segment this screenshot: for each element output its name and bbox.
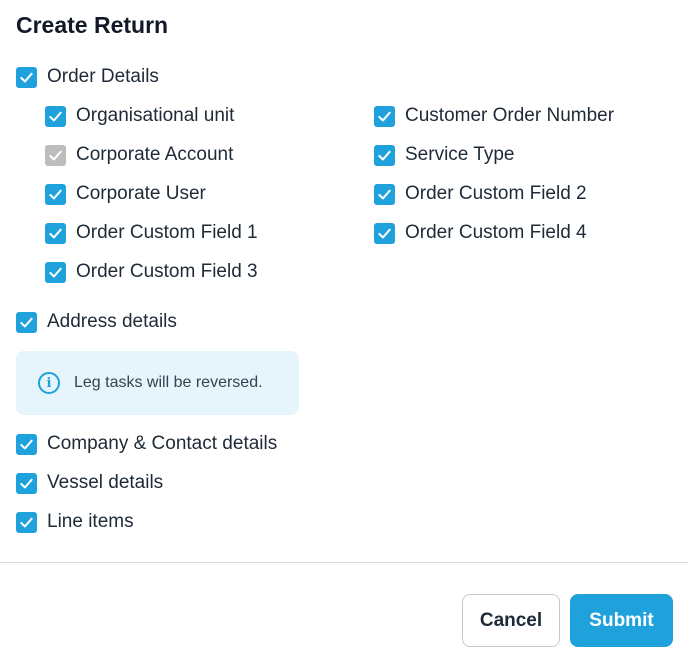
order-custom-field-3-label: Order Custom Field 3 xyxy=(76,261,258,282)
check-icon xyxy=(378,111,391,121)
dialog-title: Create Return xyxy=(16,12,169,38)
order-custom-field-4-checkbox[interactable] xyxy=(374,222,395,244)
order-custom-field-2-option[interactable]: Order Custom Field 2 xyxy=(374,182,587,206)
check-icon xyxy=(378,150,391,160)
address-details-option[interactable]: Address details xyxy=(16,310,177,334)
check-icon xyxy=(49,189,62,199)
organisational-unit-label: Organisational unit xyxy=(76,105,235,126)
organisational-unit-checkbox[interactable] xyxy=(45,105,66,127)
order-custom-field-4-label: Order Custom Field 4 xyxy=(405,222,587,243)
line-items-checkbox[interactable] xyxy=(16,511,37,533)
check-icon xyxy=(20,517,33,527)
service-type-option[interactable]: Service Type xyxy=(374,143,514,167)
cancel-button[interactable]: Cancel xyxy=(462,594,560,647)
address-details-checkbox[interactable] xyxy=(16,311,37,333)
order-custom-field-1-checkbox[interactable] xyxy=(45,222,66,244)
order-custom-field-3-option[interactable]: Order Custom Field 3 xyxy=(45,260,258,284)
company-contact-label: Company & Contact details xyxy=(47,433,278,454)
submit-button[interactable]: Submit xyxy=(570,594,673,647)
check-icon xyxy=(378,189,391,199)
order-custom-field-2-checkbox[interactable] xyxy=(374,183,395,205)
check-icon xyxy=(20,439,33,449)
corporate-account-option: Corporate Account xyxy=(45,143,233,167)
check-icon xyxy=(49,111,62,121)
order-custom-field-1-label: Order Custom Field 1 xyxy=(76,222,258,243)
info-text: Leg tasks will be reversed. xyxy=(74,374,263,391)
footer-divider xyxy=(0,562,688,563)
order-custom-field-3-checkbox[interactable] xyxy=(45,261,66,283)
line-items-option[interactable]: Line items xyxy=(16,510,134,534)
company-contact-checkbox[interactable] xyxy=(16,433,37,455)
vessel-details-option[interactable]: Vessel details xyxy=(16,471,163,495)
check-icon xyxy=(20,72,33,82)
vessel-details-label: Vessel details xyxy=(47,472,164,493)
info-icon: i xyxy=(38,372,60,394)
line-items-label: Line items xyxy=(47,511,134,532)
order-details-option[interactable]: Order Details xyxy=(16,65,159,89)
service-type-checkbox[interactable] xyxy=(374,144,395,166)
check-icon xyxy=(49,228,62,238)
customer-order-number-option[interactable]: Customer Order Number xyxy=(374,104,614,128)
info-banner: i Leg tasks will be reversed. xyxy=(16,351,299,415)
check-icon xyxy=(49,267,62,277)
customer-order-number-label: Customer Order Number xyxy=(405,105,615,126)
corporate-account-label: Corporate Account xyxy=(76,144,234,165)
address-details-label: Address details xyxy=(47,311,177,332)
corporate-user-option[interactable]: Corporate User xyxy=(45,182,206,206)
check-icon xyxy=(378,228,391,238)
check-icon xyxy=(49,150,62,160)
corporate-account-checkbox xyxy=(45,144,66,166)
corporate-user-label: Corporate User xyxy=(76,183,206,204)
service-type-label: Service Type xyxy=(405,144,515,165)
check-icon xyxy=(20,478,33,488)
order-custom-field-1-option[interactable]: Order Custom Field 1 xyxy=(45,221,258,245)
vessel-details-checkbox[interactable] xyxy=(16,472,37,494)
order-custom-field-2-label: Order Custom Field 2 xyxy=(405,183,587,204)
check-icon xyxy=(20,317,33,327)
order-details-label: Order Details xyxy=(47,66,159,87)
organisational-unit-option[interactable]: Organisational unit xyxy=(45,104,234,128)
order-details-checkbox[interactable] xyxy=(16,66,37,88)
customer-order-number-checkbox[interactable] xyxy=(374,105,395,127)
order-custom-field-4-option[interactable]: Order Custom Field 4 xyxy=(374,221,587,245)
company-contact-option[interactable]: Company & Contact details xyxy=(16,432,277,456)
corporate-user-checkbox[interactable] xyxy=(45,183,66,205)
